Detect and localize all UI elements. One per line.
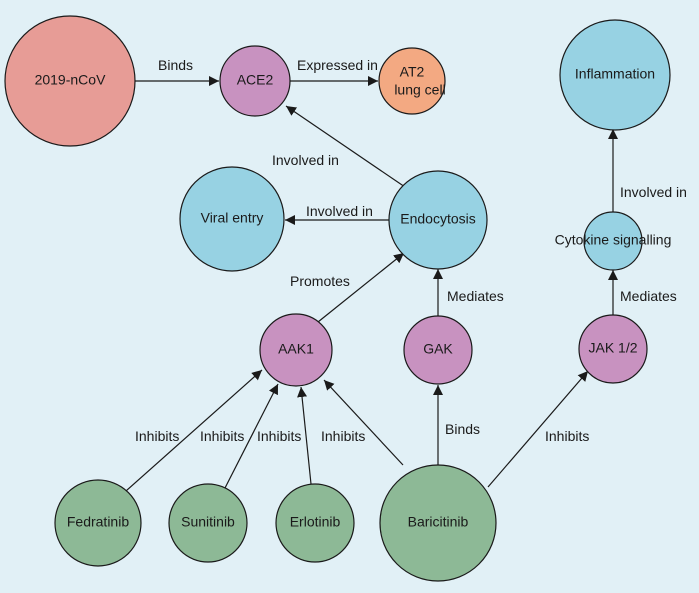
node-erlotinib-label: Erlotinib [290, 514, 341, 530]
node-fedratinib: Fedratinib [54, 479, 142, 567]
node-aak1-label: AAK1 [278, 341, 314, 357]
node-2019-ncov-label: 2019-nCoV [35, 72, 106, 88]
node-sunitinib-circle [168, 483, 248, 563]
edge-label-erlotinib-inhibits: Inhibits [257, 428, 301, 444]
node-ace2: ACE2 [219, 45, 291, 117]
node-2019-ncov-circle [4, 15, 136, 147]
node-aak1-circle [259, 313, 333, 387]
node-ace2-label: ACE2 [237, 72, 274, 88]
node-ace2-circle [219, 45, 291, 117]
edges [125, 76, 618, 492]
edge-label-sunitinib-inhibits: Inhibits [200, 428, 244, 444]
node-gak-circle [403, 315, 473, 385]
node-erlotinib-circle [275, 483, 355, 563]
edge-label-endocytosis-viral-entry: Involved in [306, 203, 373, 219]
node-at2-label-line2: lung cell [394, 82, 445, 98]
edge-erlotinib-aak1 [297, 386, 312, 485]
edge-baricitinib-jak [487, 370, 589, 488]
edge-label-fedratinib-inhibits: Inhibits [135, 428, 179, 444]
edge-label-expressed-in: Expressed in [297, 57, 378, 73]
node-inflammation-label: Inflammation [575, 66, 655, 82]
node-at2-label-line1: AT2 [400, 64, 425, 80]
node-gak-label: GAK [423, 341, 453, 357]
node-endocytosis-circle [388, 170, 488, 270]
edge-label-promotes: Promotes [290, 273, 350, 289]
node-cytokine-signalling: Cytokine signalling [555, 211, 672, 271]
node-sunitinib: Sunitinib [168, 483, 248, 563]
edge-label-baricitinib-binds-gak: Binds [445, 421, 480, 437]
node-jak-circle [578, 314, 648, 384]
edge-sunitinib-aak1 [224, 383, 279, 489]
edge-label-binds: Binds [158, 57, 193, 73]
edge-endocytosis-ace2 [285, 105, 406, 188]
node-fedratinib-label: Fedratinib [67, 514, 129, 530]
node-inflammation-circle [559, 19, 671, 131]
node-inflammation: Inflammation [559, 19, 671, 131]
edge-label-baricitinib-inhibits-jak: Inhibits [545, 428, 589, 444]
edge-aak1-endocytosis [317, 252, 405, 323]
node-fedratinib-circle [54, 479, 142, 567]
node-baricitinib-circle [379, 464, 497, 582]
edge-label-jak-mediates: Mediates [620, 288, 677, 304]
node-jak-label: JAK 1/2 [588, 340, 637, 356]
node-cytokine-label: Cytokine signalling [555, 232, 672, 248]
node-cytokine-circle [583, 211, 643, 271]
edge-label-cytokine-inflammation: Involved in [620, 184, 687, 200]
node-viral-entry-label: Viral entry [201, 210, 264, 226]
node-endocytosis: Endocytosis [388, 170, 488, 270]
node-aak1: AAK1 [259, 313, 333, 387]
node-at2-lung-cell: AT2 lung cell [378, 47, 446, 115]
edge-label-gak-mediates: Mediates [447, 288, 504, 304]
nodes: 2019-nCoV ACE2 AT2 lung cell Inflammatio… [4, 15, 672, 582]
node-at2-circle [378, 47, 446, 115]
node-baricitinib-label: Baricitinib [408, 514, 469, 530]
edge-labels: Binds Expressed in Involved in Involved … [135, 57, 687, 444]
node-2019-ncov: 2019-nCoV [4, 15, 136, 147]
node-baricitinib: Baricitinib [379, 464, 497, 582]
edge-baricitinib-aak1 [323, 379, 404, 466]
node-viral-entry-circle [179, 166, 285, 272]
edge-label-endocytosis-ace2: Involved in [272, 152, 339, 168]
node-jak: JAK 1/2 [578, 314, 648, 384]
node-sunitinib-label: Sunitinib [181, 514, 235, 530]
node-endocytosis-label: Endocytosis [400, 211, 475, 227]
node-viral-entry: Viral entry [179, 166, 285, 272]
edge-label-baricitinib-inhibits-aak1: Inhibits [321, 428, 365, 444]
node-gak: GAK [403, 315, 473, 385]
edge-fedratinib-aak1 [125, 369, 263, 492]
node-erlotinib: Erlotinib [275, 483, 355, 563]
